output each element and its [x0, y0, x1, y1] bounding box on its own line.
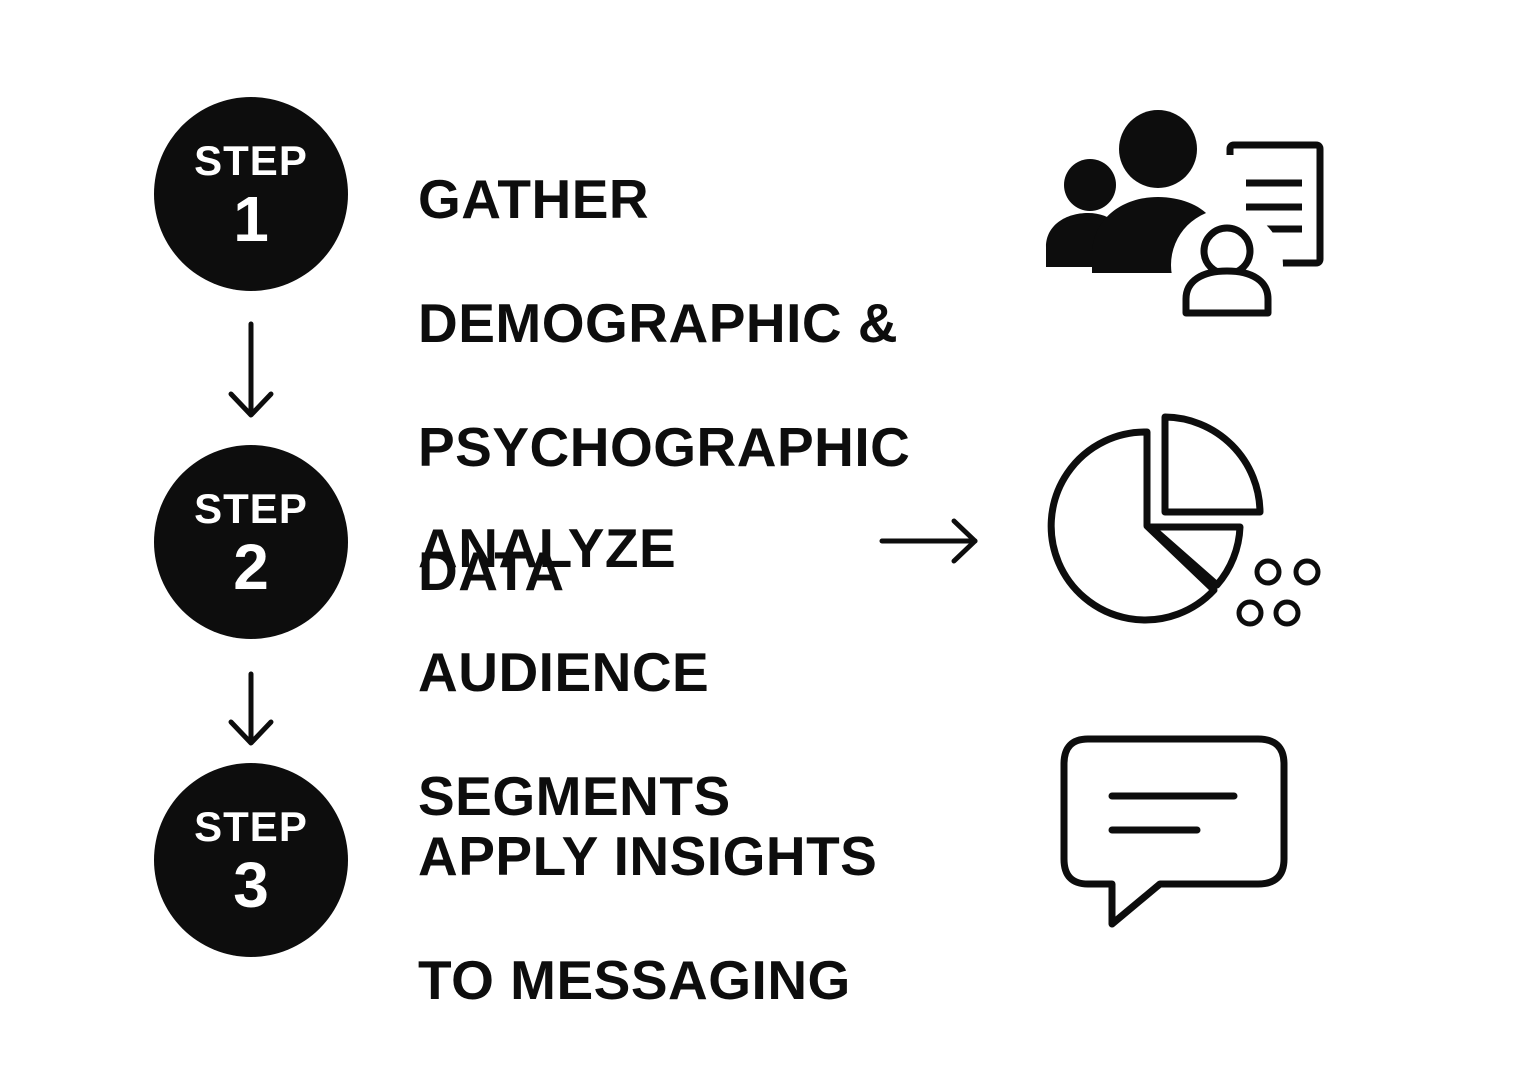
step-3-badge-number: 3 [233, 849, 269, 921]
down-arrow-icon [228, 671, 274, 746]
step-1-badge-number: 1 [233, 183, 269, 255]
step-1-title-line: PSYCHOGRAPHIC [418, 416, 911, 478]
step-1-badge: STEP 1 [154, 97, 348, 291]
step-2-title-line: ANALYZE [418, 517, 677, 579]
step-1-title: GATHER DEMOGRAPHIC & PSYCHOGRAPHIC DATA [418, 106, 910, 664]
step-3-badge: STEP 3 [154, 763, 348, 957]
step-1-title-line: DATA [418, 540, 565, 602]
step-2-title: ANALYZE AUDIENCE SEGMENTS [418, 455, 731, 889]
step-3-title-line: TO MESSAGING [418, 949, 851, 1011]
step-3-title: APPLY INSIGHTS TO MESSAGING [418, 763, 877, 1073]
step-2-badge-number: 2 [233, 531, 269, 603]
down-arrow-icon [228, 321, 274, 418]
step-2-badge: STEP 2 [154, 445, 348, 639]
right-arrow-icon [879, 518, 978, 564]
pie-chart-icon [1047, 413, 1321, 627]
audience-profile-icon [1046, 110, 1324, 321]
step-3-title-line: APPLY INSIGHTS [418, 825, 878, 887]
step-2-badge-label: STEP [194, 485, 308, 532]
chat-bubble-icon [1060, 735, 1288, 928]
step-1-badge-label: STEP [194, 137, 308, 184]
step-3-badge-label: STEP [194, 803, 308, 850]
step-1-title-line: GATHER [418, 168, 650, 230]
step-2-title-line: AUDIENCE [418, 641, 710, 703]
step-1-title-line: DEMOGRAPHIC & [418, 292, 899, 354]
step-2-title-line: SEGMENTS [418, 765, 731, 827]
